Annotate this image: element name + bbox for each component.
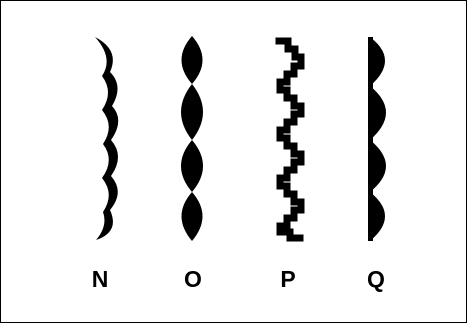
option-label-p: P	[268, 266, 308, 292]
pattern-p-shape	[279, 41, 301, 238]
pattern-q-shape	[368, 37, 386, 241]
pattern-o-shape	[181, 36, 203, 241]
option-label-q: Q	[356, 266, 396, 292]
option-label-o: O	[173, 266, 213, 292]
option-label-n: N	[80, 266, 120, 292]
pattern-n-shape	[95, 37, 118, 240]
